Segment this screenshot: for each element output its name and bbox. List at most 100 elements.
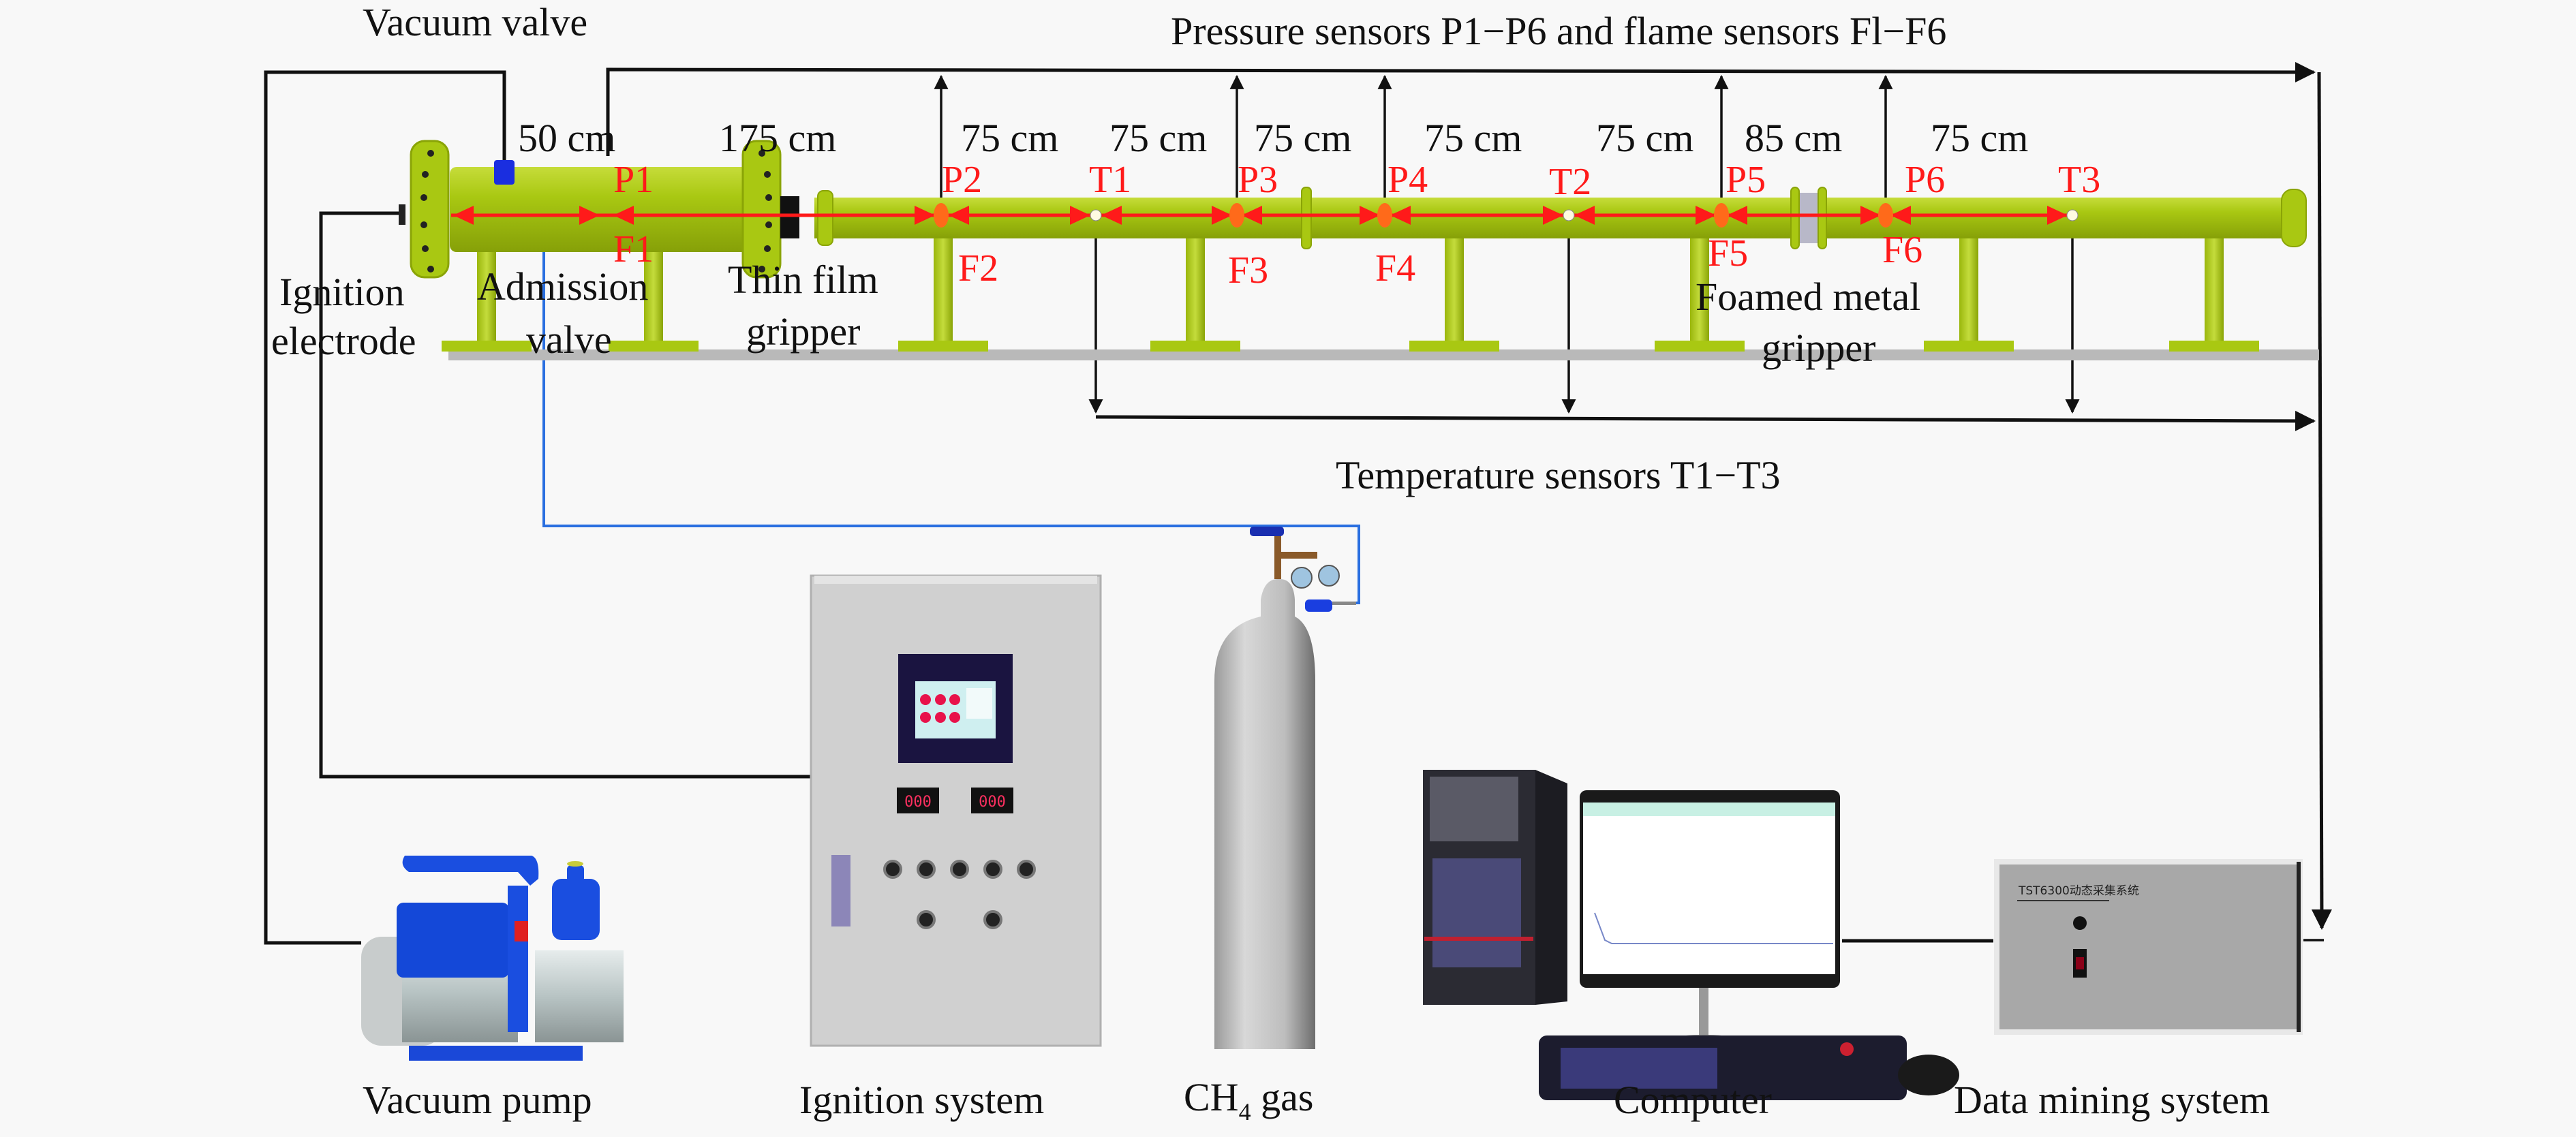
- temperature-sensors-title: Temperature sensors T1−T3: [1336, 453, 1781, 497]
- display-left-value: 000: [904, 794, 932, 811]
- label-p1: P1: [613, 159, 654, 201]
- pressure-flame-sensor-dot: [1714, 203, 1729, 228]
- ch4-gas-suffix: gas: [1251, 1075, 1314, 1119]
- distance-label: 175 cm: [719, 116, 836, 160]
- pressure-gauge: [1291, 567, 1313, 589]
- ch4-gas-cylinder: [1214, 527, 1356, 1049]
- temperature-sensor-dot: [1563, 209, 1575, 221]
- pipe-support-leg: [1690, 238, 1709, 347]
- sensor-dots: [934, 203, 2079, 228]
- pressure-flame-sensor-dot: [934, 203, 949, 228]
- spacing-arrowhead-left: [1727, 206, 1747, 225]
- label-f1: F1: [613, 228, 654, 270]
- base-rail: [448, 349, 2319, 360]
- ch4-gas-subscript: 4: [1239, 1098, 1251, 1125]
- vacuum-pump-label: Vacuum pump: [363, 1078, 592, 1122]
- label-f2: F2: [958, 247, 998, 290]
- label-t1: T1: [1089, 159, 1131, 201]
- temperature-sensor-bus: [1095, 410, 2316, 431]
- admission-valve-label: Admission valve: [477, 264, 658, 362]
- pressure-gauge: [1318, 565, 1340, 587]
- wiring: [264, 61, 2332, 945]
- label-p2: P2: [942, 159, 982, 201]
- spacing-arrowhead-right: [1696, 206, 1716, 225]
- spacing-arrowhead-left: [613, 206, 634, 225]
- display-right-value: 000: [979, 794, 1006, 811]
- distance-label: 85 cm: [1745, 116, 1842, 160]
- data-trunk-line: [2311, 72, 2332, 930]
- spacing-arrowhead-right: [2047, 206, 2068, 225]
- spacing-arrowhead-left: [949, 206, 969, 225]
- equipment-labels: Vacuum pump Ignition system CH4 gas Comp…: [363, 1075, 2270, 1125]
- spacing-arrowhead-left: [1574, 206, 1595, 225]
- foamed-metal-gripper-label: Foamed metal gripper: [1696, 275, 1931, 370]
- pressure-flame-sensors-title: Pressure sensors P1−P6 and flame sensors…: [1171, 9, 1946, 53]
- admission-valve-line1: Admission: [477, 264, 648, 309]
- spacing-arrowhead-left: [453, 206, 474, 225]
- spacing-arrowhead-right: [1360, 206, 1380, 225]
- pipe-support-leg: [1959, 238, 1978, 347]
- spacing-arrowhead-right: [1070, 206, 1090, 225]
- label-p5: P5: [1726, 159, 1766, 201]
- ignition-system-cabinet: 000 000: [810, 574, 1102, 1047]
- vacuum-pump: [361, 856, 624, 1061]
- monitor-screen: [1583, 803, 1835, 974]
- ignition-electrode-line2: electrode: [271, 319, 416, 363]
- computer-label: Computer: [1614, 1078, 1772, 1122]
- pipe-support-leg: [1186, 238, 1205, 347]
- thin-film-gripper: [780, 196, 799, 238]
- pressure-flame-sensor-dot: [1377, 203, 1392, 228]
- label-f6: F6: [1882, 229, 1922, 271]
- ignition-line: [319, 211, 812, 779]
- pressure-sensor-bus: [606, 61, 2316, 156]
- pipe-support-leg: [2205, 238, 2224, 347]
- label-t3: T3: [2058, 159, 2100, 201]
- label-f5: F5: [1708, 232, 1748, 275]
- spacing-arrowhead-right: [1212, 206, 1232, 225]
- computer: [1423, 770, 1959, 1100]
- spacing-arrowhead-right: [915, 206, 935, 225]
- pressure-sensor-labels: P1 P2 P3 P4 P5 P6: [613, 159, 1945, 201]
- spacing-arrowhead-right: [1860, 206, 1881, 225]
- mouse: [1898, 1055, 1959, 1095]
- label-f4: F4: [1375, 247, 1415, 290]
- data-mining-system-label: Data mining system: [1954, 1078, 2270, 1122]
- ch4-gas-label: CH4 gas: [1184, 1075, 1313, 1125]
- temperature-sensor-dot: [2066, 209, 2079, 221]
- spacing-arrowhead-left: [1242, 206, 1262, 225]
- pipe-support-leg: [934, 238, 953, 347]
- distance-label: 75 cm: [1596, 116, 1693, 160]
- thin-film-gripper-line1: Thin film: [728, 258, 878, 302]
- pipe-support-leg: [477, 238, 496, 347]
- pipe-support-foot: [2169, 341, 2259, 352]
- sensor-spacing-arrows: [451, 206, 2072, 225]
- spacing-arrowhead-right: [579, 206, 600, 225]
- distance-label: 75 cm: [961, 116, 1058, 160]
- pipe-support-leg: [644, 238, 663, 347]
- ignition-electrode-line1: Ignition: [279, 270, 405, 314]
- ignition-system-label: Ignition system: [799, 1078, 1044, 1122]
- ignition-chamber: [399, 140, 799, 279]
- pipe-support-foot: [1409, 341, 1499, 352]
- spacing-arrowhead-left: [1390, 206, 1411, 225]
- gas-supply-line: [542, 235, 1360, 604]
- pressure-flame-sensor-dot: [1229, 203, 1244, 228]
- ch4-gas-main: CH: [1184, 1075, 1239, 1119]
- thin-film-gripper-line2: gripper: [746, 309, 861, 354]
- distance-label: 75 cm: [1931, 116, 2028, 160]
- data-box-knob: [2073, 916, 2087, 930]
- label-t2: T2: [1549, 161, 1591, 203]
- screen-indicator-lights: [920, 694, 960, 723]
- data-box-nameplate: TST6300动态采集系统: [2018, 884, 2139, 898]
- pipe-support-foot: [609, 341, 699, 352]
- distance-label: 75 cm: [1254, 116, 1351, 160]
- label-p6: P6: [1905, 159, 1945, 201]
- pipe-supports: [442, 238, 2259, 352]
- distance-label: 50 cm: [518, 116, 615, 160]
- display-right: [971, 788, 1013, 813]
- control-knobs: [883, 860, 1036, 929]
- pipe-support-foot: [1150, 341, 1240, 352]
- flowmeter: [831, 855, 850, 926]
- foamed-metal-gripper: [1799, 193, 1818, 243]
